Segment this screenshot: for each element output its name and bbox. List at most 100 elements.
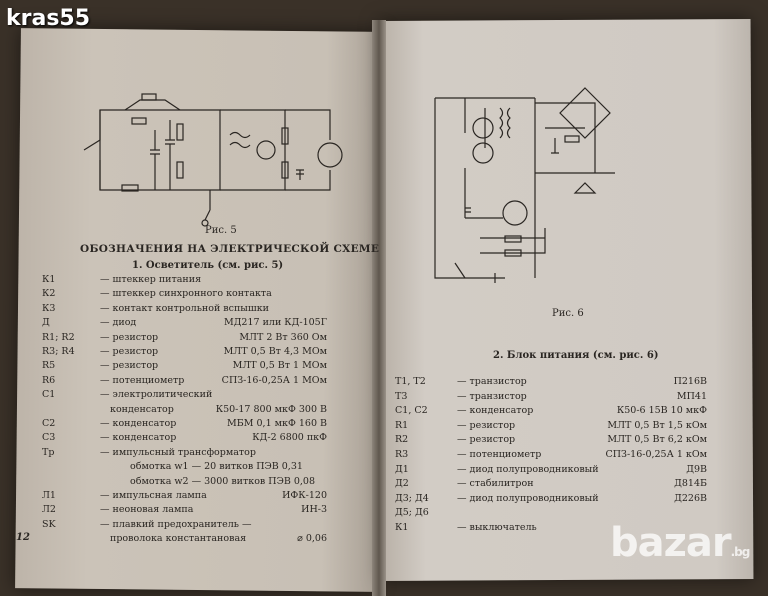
- legend-description: — диод полупроводниковый: [457, 463, 599, 475]
- legend-designator: Т3: [395, 390, 408, 402]
- legend-description: — резистор: [457, 434, 516, 446]
- legend-designator: Л1: [42, 490, 56, 501]
- legend-row: Д — диод МД217 или КД-105Г: [42, 317, 327, 331]
- legend-designator: Л2: [42, 504, 56, 516]
- legend-value: МБМ 0,1 мкФ 160 В: [227, 418, 327, 429]
- schematic-fig6: [434, 87, 615, 283]
- legend-value: Д814Б: [674, 478, 707, 490]
- legend-description: — импульсная лампа: [100, 490, 207, 501]
- legend-description: обмотка w2 — 3000 витков ПЭВ 0,08: [130, 475, 316, 487]
- legend-description: — диод: [100, 317, 137, 329]
- legend-designator: К2: [42, 288, 56, 300]
- legend-row: обмотка w2 — 3000 витков ПЭВ 0,08: [42, 476, 327, 490]
- legend-value: К50-17 800 мкФ 300 В: [215, 403, 327, 415]
- legend-value: СПЗ-16-0,25А 1 кОм: [605, 449, 707, 460]
- legend-designator: Тр: [42, 446, 55, 458]
- legend-row: К1— выключатель: [395, 522, 707, 536]
- legend-row: С3 — конденсатор КД-2 6800 пкФ: [42, 432, 327, 446]
- legend-value: Д226В: [674, 492, 707, 504]
- page-number: 12: [16, 532, 30, 543]
- legend-designator: С3: [42, 432, 56, 444]
- watermark-bazar: bazar.bg: [610, 520, 751, 566]
- legend-designator: Д1: [395, 463, 409, 475]
- book-gutter: [372, 20, 386, 596]
- legend-value: МЛТ 2 Вт 360 Ом: [239, 331, 327, 343]
- watermark-bazar-tld: .bg: [730, 545, 751, 559]
- legend-designator: Д: [42, 317, 50, 329]
- legend-designator: R3: [395, 449, 409, 460]
- fig5-caption: Рис. 5: [205, 225, 237, 236]
- legend-value: ИФК-120: [282, 490, 327, 501]
- legend-row: R2 — резистор МЛТ 0,5 Вт 6,2 кОм: [395, 434, 707, 448]
- legend-description: — резистор: [100, 360, 159, 372]
- fig6-caption: Рис. 6: [552, 308, 584, 319]
- legend-description: — стабилитрон: [457, 478, 534, 490]
- legend-row: Л2 — неоновая лампа ИН-3: [42, 504, 327, 518]
- legend-description: — потенциометр: [100, 374, 185, 386]
- legend-row: К3 — контакт контрольной вспышки: [42, 303, 327, 317]
- legend-description: — конденсатор: [100, 418, 177, 429]
- legend-value: МЛТ 0,5 Вт 4,3 МОм: [223, 346, 327, 357]
- legend-description: — транзистор: [457, 376, 527, 387]
- legend-designator: Д5; Д6: [395, 507, 429, 519]
- legend-description: — электролитический: [100, 389, 213, 401]
- legend-value: ИН-3: [301, 504, 327, 516]
- legend-designator: Д3; Д4: [395, 492, 429, 504]
- legend-designator: Т1, Т2: [395, 376, 426, 387]
- section-1-title: 1. Осветитель (см. рис. 5): [132, 260, 284, 271]
- legend-row: конденсатор К50-17 800 мкФ 300 В: [42, 404, 327, 418]
- legend-description: — штеккер синхронного контакта: [100, 288, 272, 300]
- legend-designator: С1, С2: [395, 405, 428, 417]
- watermark-kras55: kras55: [6, 6, 91, 31]
- legend-value: МД217 или КД-105Г: [223, 317, 327, 329]
- legend-designator: R1; R2: [42, 331, 75, 343]
- legend-row: Д5; Д6: [395, 507, 707, 521]
- watermark-bazar-text: bazar: [610, 520, 732, 566]
- legend-row: R3 — потенциометр СПЗ-16-0,25А 1 кОм: [395, 449, 707, 463]
- legend-value: СПЗ-16-0,25А 1 МОм: [221, 374, 327, 386]
- legend-row: обмотка w1 — 20 витков ПЭВ 0,31: [42, 461, 327, 475]
- legend-row: К1 — штеккер питания: [42, 274, 327, 288]
- legend-designator: R2: [395, 434, 409, 446]
- legend-value: МЛТ 0,5 Вт 1,5 кОм: [607, 419, 707, 431]
- legend-description: — контакт контрольной вспышки: [100, 302, 269, 314]
- legend-heading: ОБОЗНАЧЕНИЯ НА ЭЛЕКТРИЧЕСКОЙ СХЕМЕ: [80, 243, 380, 255]
- legend-description: — резистор: [100, 346, 159, 357]
- legend-row: R1; R2 — резистор МЛТ 2 Вт 360 Ом: [42, 332, 327, 346]
- legend-value: П216В: [673, 376, 707, 387]
- legend-description: — конденсатор: [457, 405, 534, 417]
- legend-value: МЛТ 0,5 Вт 6,2 кОм: [607, 434, 707, 446]
- legend-designator: К3: [42, 302, 56, 314]
- legend-row: R6 — потенциометр СПЗ-16-0,25А 1 МОм: [42, 375, 327, 389]
- legend-row: SK— плавкий предохранитель —: [42, 519, 327, 533]
- schematic-fig5: [83, 93, 343, 227]
- section-2-title: 2. Блок питания (см. рис. 6): [493, 350, 659, 361]
- legend-description: — транзистор: [457, 390, 527, 402]
- legend-designator: R1: [395, 419, 409, 431]
- legend-value: КД-2 6800 пкФ: [252, 432, 327, 444]
- legend-value: МЛТ 0,5 Вт 1 МОм: [232, 360, 327, 372]
- legend-row: С1— электролитический: [42, 389, 327, 403]
- legend-description: проволока константановая: [110, 533, 247, 545]
- legend-row: Т1, Т2 — транзистор П216В: [395, 376, 707, 390]
- legend-row: К2 — штеккер синхронного контакта: [42, 288, 327, 302]
- legend-designator: К1: [42, 274, 56, 285]
- legend-designator: К1: [395, 522, 409, 533]
- legend-description: — резистор: [100, 331, 159, 343]
- legend-description: — конденсатор: [100, 432, 177, 444]
- legend-description: — плавкий предохранитель —: [100, 518, 252, 530]
- legend-row: проволока константановая⌀ 0,06: [42, 533, 327, 547]
- legend-description: — неоновая лампа: [100, 504, 194, 516]
- legend-description: — потенциометр: [457, 449, 542, 460]
- legend-description: — штеккер питания: [100, 274, 202, 285]
- legend-designator: R5: [42, 360, 56, 372]
- legend-designator: R6: [42, 374, 56, 386]
- legend-description: конденсатор: [110, 403, 174, 415]
